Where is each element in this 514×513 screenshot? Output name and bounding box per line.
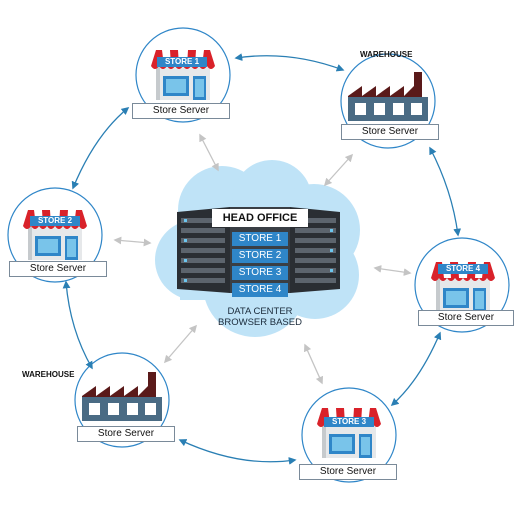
store4-server-label: Store Server xyxy=(418,310,514,326)
connector-store2-store1 xyxy=(71,107,130,190)
connector-warehouse-hub xyxy=(323,153,354,187)
data-center-caption-line1: DATA CENTER xyxy=(227,306,293,317)
connector-store3-warehouse xyxy=(178,439,297,465)
warehouse-top-server-label: Store Server xyxy=(341,124,439,140)
connector-store1-warehouse xyxy=(234,53,345,72)
store1-badge: STORE 1 xyxy=(157,57,207,67)
data-center-caption: DATA CENTER BROWSER BASED xyxy=(205,306,315,328)
connector-warehouse-left-hub xyxy=(163,324,198,364)
store2-badge: STORE 2 xyxy=(30,216,80,226)
store3-server-label: Store Server xyxy=(299,464,397,480)
head-office-title: HEAD OFFICE xyxy=(212,209,308,227)
store2-server-label: Store Server xyxy=(9,261,107,277)
data-center-caption-line2: BROWSER BASED xyxy=(218,317,302,328)
warehouse-left-server-label: Store Server xyxy=(77,426,175,442)
warehouse-left-title: WAREHOUSE xyxy=(22,370,75,379)
head-office-store-item: STORE 1 xyxy=(232,232,288,246)
head-office-store-item: STORE 2 xyxy=(232,249,288,263)
connector-warehouse-store2 xyxy=(62,280,93,370)
store3-badge: STORE 3 xyxy=(324,417,374,427)
connector-store3-hub xyxy=(303,343,324,385)
warehouse-top-title: WAREHOUSE xyxy=(360,50,413,59)
connector-store1-hub xyxy=(199,133,219,172)
store4-badge: STORE 4 xyxy=(438,264,488,274)
head-office-store-item: STORE 4 xyxy=(232,283,288,297)
store1-server-label: Store Server xyxy=(132,103,230,119)
connector-store4-store3 xyxy=(390,331,442,407)
connector-warehouse-store4 xyxy=(429,146,462,237)
head-office-store-item: STORE 3 xyxy=(232,266,288,280)
connector-store2-hub xyxy=(113,236,152,247)
connector-store4-hub xyxy=(373,265,412,276)
store-awning-icon xyxy=(317,408,381,458)
